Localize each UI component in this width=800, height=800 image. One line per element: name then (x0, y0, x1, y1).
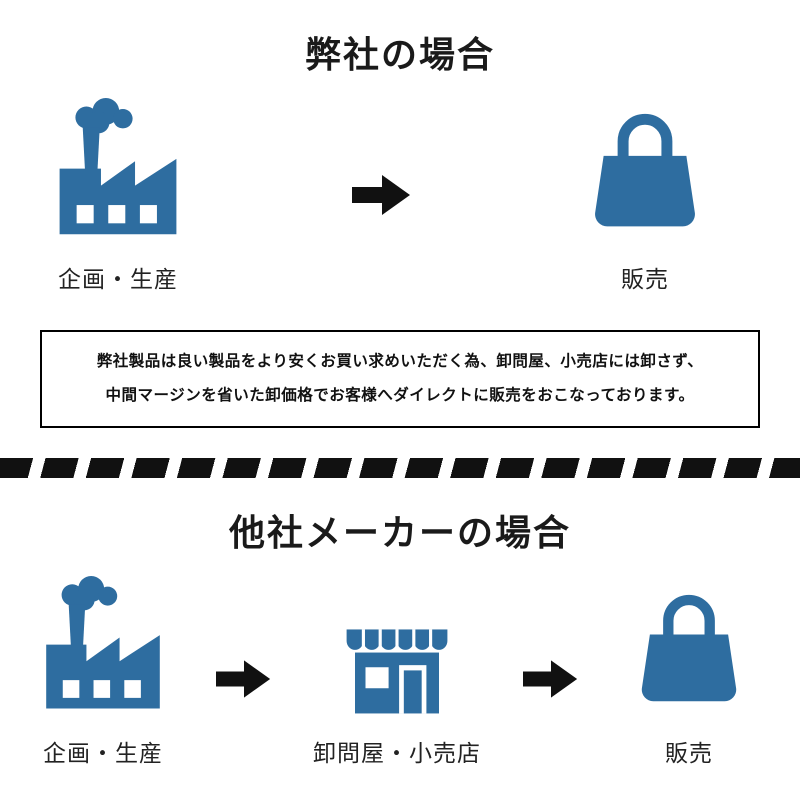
arrow-right-icon (351, 175, 410, 215)
shopping-bag-icon (595, 113, 695, 227)
label-sales: 販売 (621, 266, 669, 292)
step-planning-production-2: 企画・生産 (32, 570, 174, 768)
factory-icon (46, 576, 160, 709)
our-company-section: 弊社の場合 (0, 34, 800, 428)
other-makers-title: 他社メーカーの場合 (228, 512, 571, 553)
arrow-right-icon (215, 660, 270, 698)
note-line-1: 弊社製品は良い製品をより安くお買い求めいただく為、卸問屋、小売店には卸さず、 (96, 353, 704, 370)
bag-icon-box-2 (620, 570, 758, 720)
step-sales-2: 販売 (620, 570, 758, 768)
diagonal-stripes-divider (0, 458, 800, 478)
direct-sales-infographic: 弊社の場合 (0, 34, 800, 768)
arrow-right-icon (522, 660, 577, 698)
our-company-title: 弊社の場合 (304, 34, 495, 75)
bag-icon-box (572, 94, 718, 246)
label-planning-production: 企画・生産 (58, 266, 178, 292)
note-line-2: 中間マージンを省いた卸価格でお客様へダイレクトに販売をおこなっております。 (105, 387, 695, 404)
label-planning-production-2: 企画・生産 (43, 740, 163, 766)
store-icon-box (334, 570, 460, 720)
our-company-flow: 企画・生産 販売 (0, 94, 800, 294)
step-wholesaler-retailer: 卸問屋・小売店 (313, 570, 481, 768)
label-wholesaler-retailer: 卸問屋・小売店 (313, 740, 481, 766)
step-planning-production: 企画・生産 (45, 94, 191, 294)
storefront-icon (346, 629, 448, 714)
factory-icon-box-2 (32, 570, 174, 720)
shopping-bag-icon (641, 594, 737, 702)
factory-icon (59, 98, 177, 235)
other-makers-flow: 企画・生産 (0, 570, 800, 768)
label-sales-2: 販売 (665, 740, 713, 766)
step-sales: 販売 (572, 94, 718, 294)
note-box: 弊社製品は良い製品をより安くお買い求めいただく為、卸問屋、小売店には卸さず、 中… (40, 330, 760, 428)
other-makers-section: 他社メーカーの場合 (0, 478, 800, 768)
factory-icon-box (45, 94, 191, 246)
